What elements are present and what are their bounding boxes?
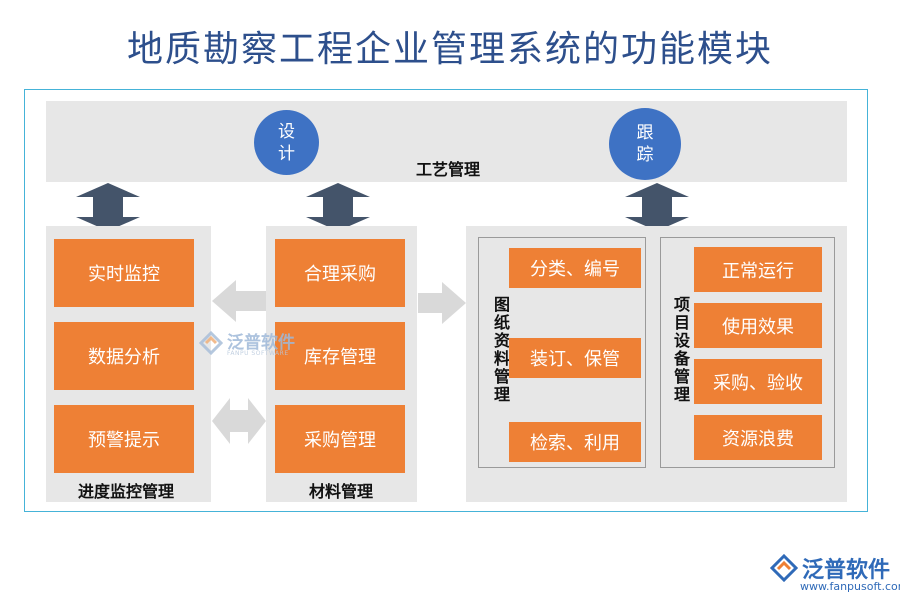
drawings-subpanel [478,237,646,468]
equipment-label-char: 目 [673,313,690,332]
design-char-2: 计 [278,143,295,164]
progress-item-warning: 预警提示 [54,405,194,473]
tracking-circle: 跟 踪 [609,108,681,180]
drawings-label-char: 纸 [493,313,510,332]
material-panel-label: 材料管理 [308,482,373,501]
double-arrow-resources [625,183,689,231]
process-bar-label: 工艺管理 [415,160,480,179]
equipment-label: 项 目 设 备 管 理 [672,296,692,404]
drawings-label-char: 料 [493,349,510,368]
drawings-item-classify: 分类、编号 [509,248,641,288]
drawings-label-char: 理 [493,385,510,404]
drawings-label-char: 图 [493,295,510,314]
drawings-item-binding: 装订、保管 [509,338,641,378]
page-title: 地质勘察工程企业管理系统的功能模块 [126,29,773,70]
equipment-label-char: 备 [673,349,690,368]
drawings-label: 图 纸 资 料 管 理 [492,296,512,404]
double-arrow-progress [76,183,140,231]
material-item-purchasing: 采购管理 [275,405,405,473]
progress-item-analysis: 数据分析 [54,322,194,390]
design-char-1: 设 [278,121,295,142]
equipment-label-char: 项 [673,295,690,314]
equipment-subpanel [660,237,835,468]
process-bar [46,101,847,182]
drawings-label-char: 资 [493,331,510,350]
progress-panel-label: 进度监控管理 [77,482,174,501]
arrow-right-flow [418,282,466,324]
equipment-item-waste: 资源浪费 [694,415,822,460]
design-circle: 设 计 [254,110,319,175]
material-item-inventory: 库存管理 [275,322,405,390]
equipment-item-effect: 使用效果 [694,303,822,348]
brand-logo-url: www.fanpusoft.com [800,580,900,593]
progress-item-realtime: 实时监控 [54,239,194,307]
drawings-item-retrieval: 检索、利用 [509,422,641,462]
tracking-char-2: 踪 [636,145,654,165]
brand-logo-icon [770,554,798,582]
arrow-left-flow [212,280,266,322]
watermark-subtext: FANPU SOFTWARE [227,350,289,357]
diagram-frame [24,89,868,512]
equipment-label-char: 管 [673,367,690,386]
double-arrow-material [306,183,370,231]
arrow-bidirectional-flow [212,398,266,444]
equipment-label-char: 设 [673,331,690,350]
material-item-purchase-plan: 合理采购 [275,239,405,307]
drawings-label-char: 管 [493,367,510,386]
watermark-logo-icon [199,331,223,355]
tracking-char-1: 跟 [636,123,654,143]
equipment-item-operation: 正常运行 [694,247,822,292]
equipment-label-char: 理 [673,385,690,404]
watermark-text: 泛普软件 [227,333,295,353]
equipment-item-acceptance: 采购、验收 [694,359,822,404]
brand-logo-text: 泛普软件 [802,558,891,583]
